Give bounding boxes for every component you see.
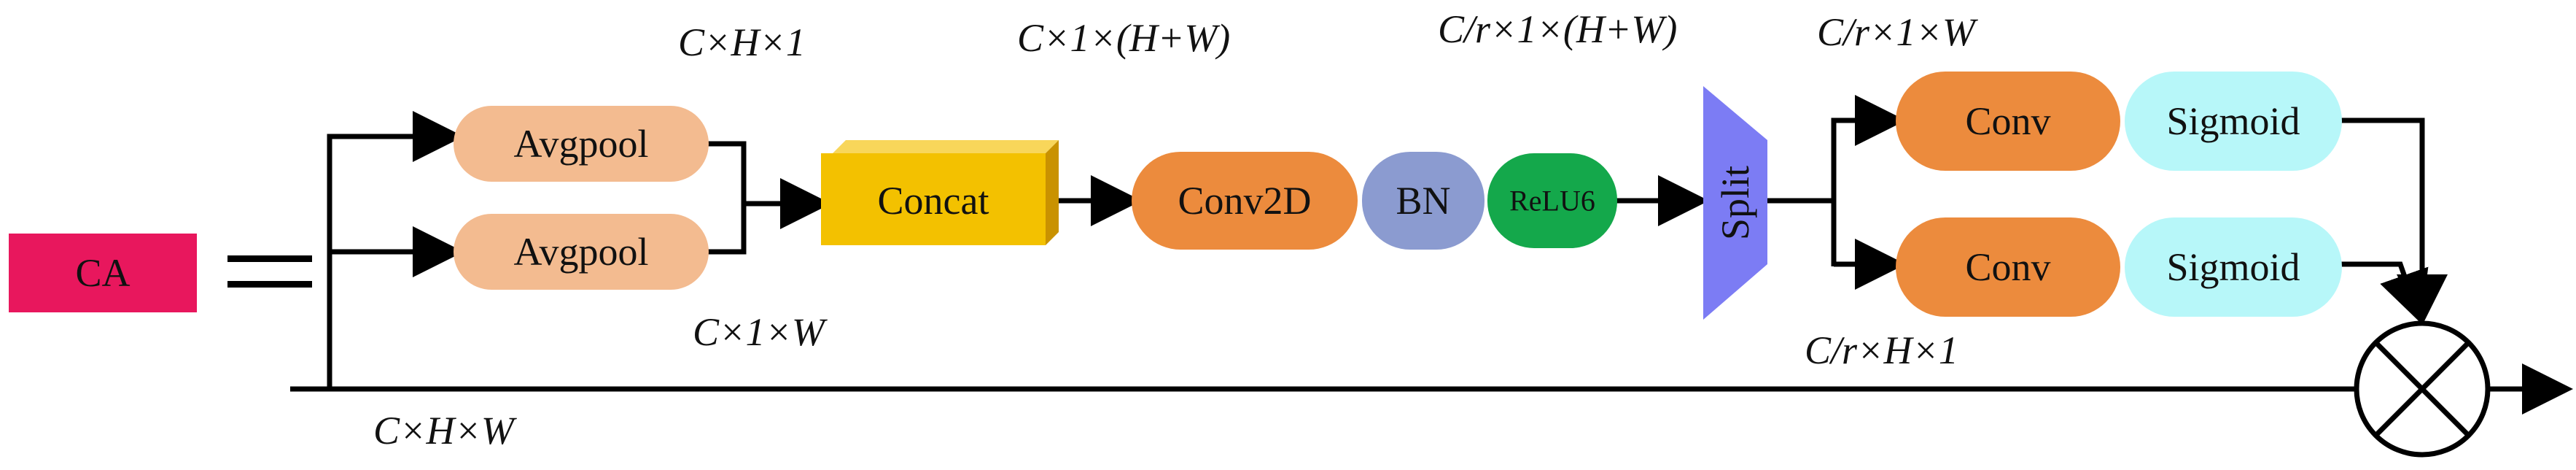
relu6-block: ReLU6 — [1487, 153, 1617, 248]
avgpool-top-box — [454, 106, 709, 182]
conv2d-block: Conv2D — [1132, 152, 1358, 250]
dim-split-w: C/r×1×W — [1817, 10, 1979, 54]
conv-top-box — [1896, 72, 2120, 171]
avgpool-bottom-box — [454, 214, 709, 290]
avgpool-top: Avgpool — [454, 106, 709, 182]
split-shape — [1703, 86, 1767, 320]
relu6-label: ReLU6 — [1509, 185, 1595, 217]
dimension-labels: C×H×1 C×1×W C×1×(H+W) C/r×1×(H+W) C/r×1×… — [373, 7, 1979, 452]
ca-block: CA — [9, 234, 197, 312]
bn-block: BN — [1362, 152, 1484, 250]
concat-box — [821, 153, 1046, 245]
dim-avgpool-h: C×H×1 — [678, 20, 806, 64]
concat-label: Concat — [878, 179, 989, 223]
dim-input: C×H×W — [373, 409, 518, 452]
connectors — [290, 95, 2573, 415]
bn-box — [1362, 152, 1484, 250]
bn-label: BN — [1396, 179, 1450, 223]
dim-split-h: C/r×H×1 — [1805, 328, 1958, 372]
arrow-sigmoid-bottom-to-multiply — [2340, 261, 2429, 324]
dim-relu-out: C/r×1×(H+W) — [1438, 7, 1677, 51]
conv-bottom-block: Conv — [1896, 217, 2120, 317]
dim-avgpool-w: C×1×W — [693, 310, 828, 354]
equals-sign — [227, 255, 312, 288]
conv-bottom-box — [1896, 217, 2120, 317]
multiply-icon — [2354, 320, 2491, 458]
split-label: Split — [1713, 166, 1757, 240]
split-block: Split — [1703, 86, 1767, 320]
arrow-sigmoid-top-to-multiply — [2340, 118, 2448, 325]
avgpool-merge-bracket — [707, 141, 747, 255]
ca-label: CA — [75, 251, 130, 295]
sigmoid-bottom-block: Sigmoid — [2125, 217, 2342, 317]
concat-block: Concat — [821, 140, 1059, 245]
arrow-to-conv-top — [1831, 95, 1906, 266]
sigmoid-top-box — [2125, 72, 2342, 171]
dim-concat-out: C×1×(H+W) — [1017, 16, 1230, 60]
sigmoid-top-label: Sigmoid — [2166, 99, 2300, 143]
conv2d-label: Conv2D — [1178, 179, 1311, 223]
conv2d-box — [1132, 152, 1358, 250]
conv-bottom-label: Conv — [1965, 245, 2050, 289]
sigmoid-top-block: Sigmoid — [2125, 72, 2342, 171]
conv-top-label: Conv — [1965, 99, 2050, 143]
sigmoid-bottom-box — [2125, 217, 2342, 317]
arrow-to-avgpool-top — [327, 111, 464, 389]
ca-box — [9, 234, 197, 312]
relu6-box — [1487, 153, 1617, 248]
avgpool-bottom-label: Avgpool — [514, 230, 649, 274]
sigmoid-bottom-label: Sigmoid — [2166, 245, 2300, 289]
avgpool-top-label: Avgpool — [514, 122, 649, 166]
conv-top-block: Conv — [1896, 72, 2120, 171]
avgpool-bottom: Avgpool — [454, 214, 709, 290]
